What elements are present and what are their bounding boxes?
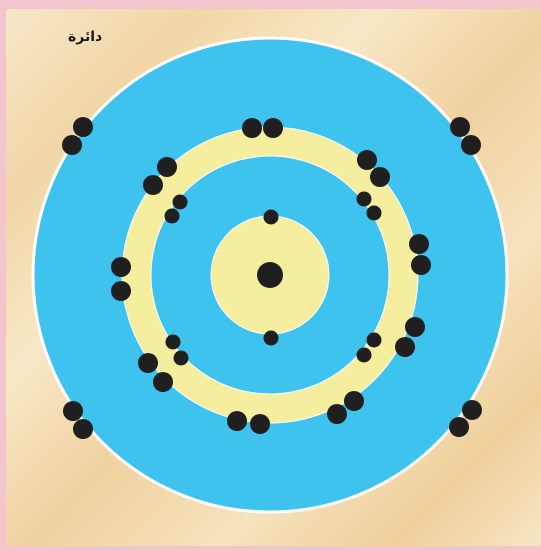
electron-dot [166, 335, 181, 350]
electron-dot [242, 118, 262, 138]
electron-dot [450, 117, 470, 137]
electron-dot [395, 337, 415, 357]
electron-dot [174, 351, 189, 366]
electron-dot [264, 210, 279, 225]
electron-dot [357, 348, 372, 363]
diagram-title-label: دائرة [68, 29, 102, 45]
target-rings-diagram [6, 9, 541, 546]
electron-dot [462, 400, 482, 420]
electron-dot [370, 167, 390, 187]
electron-dot [367, 206, 382, 221]
electron-dot [327, 404, 347, 424]
electron-dot [62, 135, 82, 155]
electron-dot [111, 257, 131, 277]
electron-dot [409, 234, 429, 254]
electron-dot [344, 391, 364, 411]
electron-dot [263, 118, 283, 138]
electron-dot [138, 353, 158, 373]
electron-dot [153, 372, 173, 392]
diagram-frame: دائرة [6, 9, 541, 546]
electron-dot [461, 135, 481, 155]
nucleus-dot [257, 262, 283, 288]
electron-dot [411, 255, 431, 275]
electron-dot [264, 331, 279, 346]
electron-dot [227, 411, 247, 431]
electron-dot [157, 157, 177, 177]
electron-dot [405, 317, 425, 337]
electron-dot [111, 281, 131, 301]
electron-dot [73, 117, 93, 137]
electron-dot [143, 175, 163, 195]
electron-dot [367, 333, 382, 348]
electron-dot [449, 417, 469, 437]
electron-dot [357, 192, 372, 207]
electron-dot [250, 414, 270, 434]
electron-dot [63, 401, 83, 421]
electron-dot [173, 195, 188, 210]
electron-dot [73, 419, 93, 439]
electron-dot [165, 209, 180, 224]
electron-dot [357, 150, 377, 170]
